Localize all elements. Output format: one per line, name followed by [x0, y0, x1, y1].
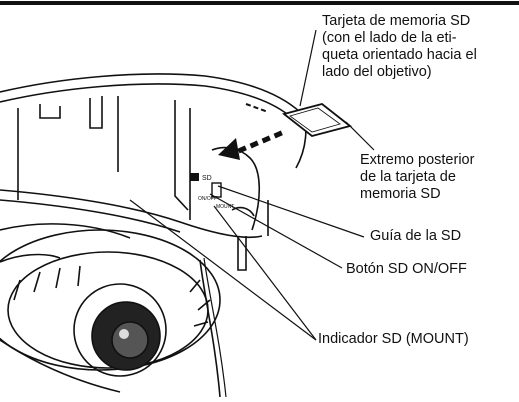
leader-lines — [129, 29, 375, 341]
leader-card-rear-end — [345, 121, 375, 151]
insert-arrow — [218, 130, 283, 160]
cable-outline — [203, 257, 227, 398]
sd-card-shape — [282, 103, 352, 137]
sd-guide-label: Guía de la SD — [370, 228, 462, 244]
svg-text:SD: SD — [202, 175, 212, 182]
leader-sd-indicator-2 — [129, 199, 317, 341]
card-rear-end-label: Extremo posterior de la tarjeta de memor… — [360, 152, 474, 203]
lens-assembly — [0, 223, 221, 393]
svg-text:MOUNT: MOUNT — [216, 204, 234, 210]
sd-card-label: Tarjeta de memoria SD (con el lado de la… — [322, 13, 477, 81]
card-rear-end-line2: de la tarjeta de — [360, 169, 456, 185]
sd-card-label-line3: queta orientado hacia el — [322, 47, 477, 63]
leader-sd-indicator — [213, 205, 317, 341]
leader-sd-guide — [217, 185, 365, 238]
sd-button-label: Botón SD ON/OFF — [346, 261, 467, 277]
card-rear-end-line1: Extremo posterior — [360, 152, 475, 168]
svg-text:ON/OFF: ON/OFF — [198, 196, 217, 202]
leader-sd-card — [299, 29, 317, 107]
camera-housing — [0, 73, 307, 271]
cable — [199, 259, 221, 398]
leader-sd-button — [209, 193, 343, 269]
insert-arrow-upper — [245, 103, 269, 113]
sd-indicator-label: Indicador SD (MOUNT) — [318, 331, 469, 347]
sd-card-label-line1: Tarjeta de memoria SD — [322, 13, 471, 29]
sd-card-label-line2: (con el lado de la eti- — [322, 30, 457, 46]
sd-card-label-line4: lado del objetivo) — [322, 64, 432, 80]
card-rear-end-line3: memoria SD — [360, 186, 441, 202]
